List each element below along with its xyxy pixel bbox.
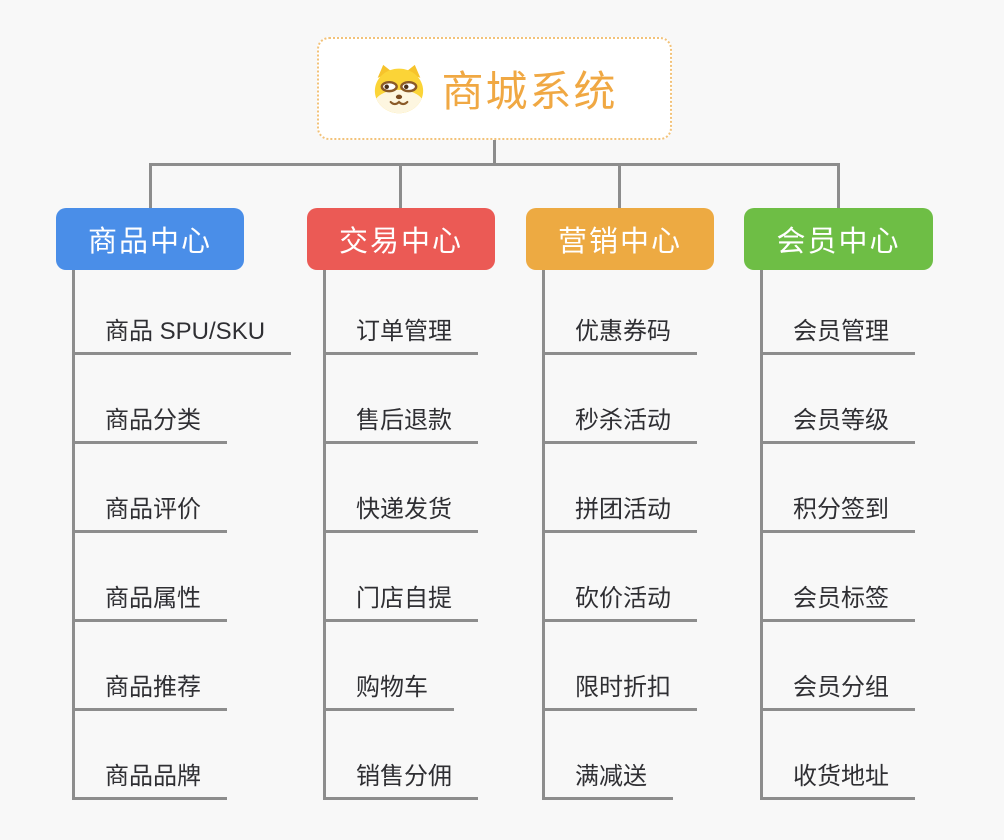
child-label: 订单管理 <box>356 318 452 345</box>
child-label: 满减送 <box>575 763 647 790</box>
branch-label: 会员中心 <box>776 226 901 258</box>
connector-horizontal <box>149 163 840 166</box>
child-label: 会员等级 <box>793 407 889 434</box>
connector-drop-product <box>149 163 152 210</box>
root-node[interactable]: 商城系统 <box>317 37 672 140</box>
child-label: 商品推荐 <box>105 674 201 701</box>
child-label: 售后退款 <box>356 407 452 434</box>
child-label: 拼团活动 <box>575 496 671 523</box>
branch-column-member: 会员中心 会员管理 会员等级 积分签到 会员标签 会员分组 收货地址 <box>744 208 933 800</box>
branch-children-product: 商品 SPU/SKU 商品分类 商品评价 商品属性 商品推荐 商品品牌 <box>72 270 292 800</box>
branch-column-trade: 交易中心 订单管理 售后退款 快递发货 门店自提 购物车 销售分佣 <box>307 208 495 800</box>
branch-children-member: 会员管理 会员等级 积分签到 会员标签 会员分组 收货地址 <box>760 270 933 800</box>
child-label: 会员标签 <box>793 585 889 612</box>
child-label: 商品评价 <box>105 496 201 523</box>
child-label: 商品属性 <box>105 585 201 612</box>
child-label: 门店自提 <box>356 585 452 612</box>
child-label: 商品分类 <box>105 407 201 434</box>
branch-column-marketing: 营销中心 优惠券码 秒杀活动 拼团活动 砍价活动 限时折扣 满减送 <box>526 208 714 800</box>
child-node[interactable]: 商品品牌 <box>75 711 227 800</box>
branch-label: 商品中心 <box>87 226 212 258</box>
child-node[interactable]: 秒杀活动 <box>545 355 697 444</box>
child-node[interactable]: 商品属性 <box>75 533 227 622</box>
child-label: 商品品牌 <box>105 763 201 790</box>
child-label: 销售分佣 <box>356 763 452 790</box>
branch-label: 交易中心 <box>338 226 463 258</box>
dog-face-icon <box>375 64 424 113</box>
connector-drop-marketing <box>618 163 621 210</box>
child-node[interactable]: 优惠券码 <box>545 270 697 355</box>
child-node[interactable]: 快递发货 <box>326 444 478 533</box>
child-node[interactable]: 拼团活动 <box>545 444 697 533</box>
child-node[interactable]: 订单管理 <box>326 270 478 355</box>
child-label: 秒杀活动 <box>575 407 671 434</box>
child-node[interactable]: 门店自提 <box>326 533 478 622</box>
child-label: 快递发货 <box>356 496 452 523</box>
connector-drop-trade <box>399 163 402 210</box>
branch-label: 营销中心 <box>557 226 682 258</box>
child-label: 积分签到 <box>793 496 889 523</box>
child-label: 会员分组 <box>793 674 889 701</box>
connector-drop-member <box>837 163 840 210</box>
child-node[interactable]: 收货地址 <box>763 711 915 800</box>
child-node[interactable]: 会员标签 <box>763 533 915 622</box>
child-node[interactable]: 售后退款 <box>326 355 478 444</box>
child-label: 砍价活动 <box>575 585 671 612</box>
branch-children-trade: 订单管理 售后退款 快递发货 门店自提 购物车 销售分佣 <box>323 270 495 800</box>
child-label: 优惠券码 <box>575 318 671 345</box>
child-node[interactable]: 购物车 <box>326 622 454 711</box>
branch-node-product-center[interactable]: 商品中心 <box>56 208 244 270</box>
child-node[interactable]: 商品评价 <box>75 444 227 533</box>
child-node[interactable]: 商品分类 <box>75 355 227 444</box>
child-node[interactable]: 满减送 <box>545 711 673 800</box>
child-node[interactable]: 商品 SPU/SKU <box>75 270 292 355</box>
child-node[interactable]: 限时折扣 <box>545 622 697 711</box>
connector-root-stub <box>493 140 496 166</box>
root-title: 商城系统 <box>441 68 618 115</box>
branch-node-trade-center[interactable]: 交易中心 <box>307 208 495 270</box>
child-node[interactable]: 销售分佣 <box>326 711 478 800</box>
child-label: 商品 SPU/SKU <box>105 318 266 345</box>
branch-node-marketing-center[interactable]: 营销中心 <box>526 208 714 270</box>
child-node[interactable]: 积分签到 <box>763 444 915 533</box>
child-node[interactable]: 会员等级 <box>763 355 915 444</box>
child-label: 限时折扣 <box>575 674 671 701</box>
child-node[interactable]: 商品推荐 <box>75 622 227 711</box>
child-node[interactable]: 砍价活动 <box>545 533 697 622</box>
child-label: 收货地址 <box>793 763 889 790</box>
child-node[interactable]: 会员管理 <box>763 270 915 355</box>
child-label: 购物车 <box>356 674 428 701</box>
branch-node-member-center[interactable]: 会员中心 <box>744 208 933 270</box>
child-node[interactable]: 会员分组 <box>763 622 915 711</box>
child-label: 会员管理 <box>793 318 889 345</box>
branch-column-product: 商品中心 商品 SPU/SKU 商品分类 商品评价 商品属性 商品推荐 商品品牌 <box>56 208 292 800</box>
branch-children-marketing: 优惠券码 秒杀活动 拼团活动 砍价活动 限时折扣 满减送 <box>542 270 714 800</box>
